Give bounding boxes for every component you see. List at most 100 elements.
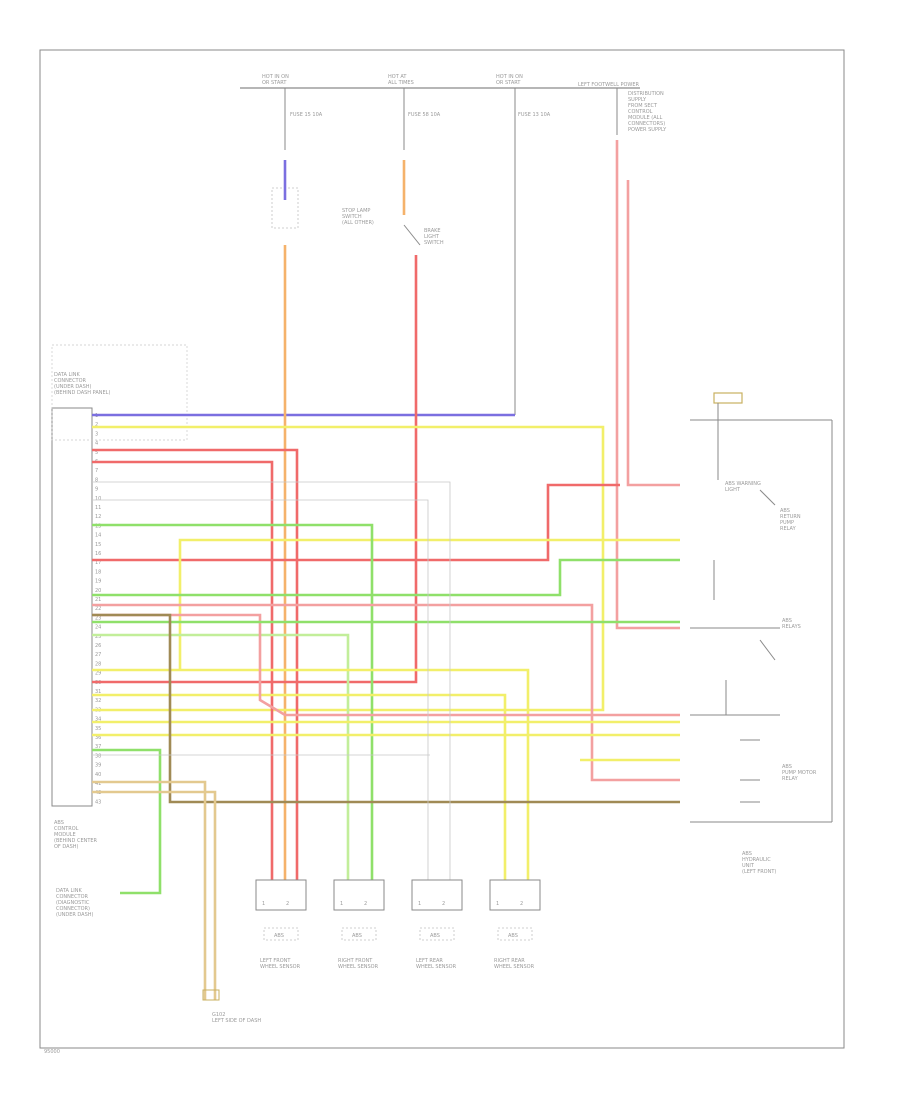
svg-text:(UNDER DASH): (UNDER DASH) [56, 912, 94, 918]
fuse-1: HOT IN ON OR START FUSE 15 10A [262, 74, 323, 150]
wire-lightgreen [92, 633, 350, 880]
sensor-name: WHEEL SENSOR [416, 964, 457, 970]
module-pin-21: 21 [95, 597, 101, 603]
svg-text:ABS: ABS [780, 508, 790, 514]
module-pin-28: 28 [95, 661, 101, 667]
wire-green-1 [92, 523, 374, 880]
svg-text:MODULE (ALL: MODULE (ALL [628, 115, 662, 121]
sensor-body-2 [341, 927, 377, 941]
svg-text:ABS: ABS [742, 851, 752, 857]
sensor-pin: 2 [520, 901, 523, 907]
module-pin-3: 3 [95, 431, 98, 437]
sensor-pin: 1 [496, 901, 499, 907]
module-pin-40: 40 [95, 772, 101, 778]
sensor-pin: 2 [286, 901, 289, 907]
sensor-name: RIGHT FRONT [338, 958, 373, 964]
power-junction-label: LEFT FOOTWELL POWER [578, 82, 639, 88]
sensor-label-3: ABS [430, 933, 440, 939]
sensor-name: WHEEL SENSOR [338, 964, 379, 970]
right-components: ABS WARNING LIGHT ABS RETURN PUMP RELAY … [690, 392, 833, 875]
svg-text:UNIT: UNIT [742, 863, 755, 869]
sensor-label-4: ABS [508, 933, 518, 939]
sensor-body-3 [419, 927, 455, 941]
module-pin-36: 36 [95, 735, 101, 741]
wire-red-right [92, 483, 620, 562]
fuse-1-sub: OR START [262, 80, 287, 86]
wire-yellow-right [178, 538, 680, 670]
sensor-name: LEFT FRONT [260, 958, 291, 964]
wire-pink-top-2 [626, 180, 680, 487]
wire-green-right [92, 558, 680, 597]
svg-text:SUPPLY: SUPPLY [628, 97, 647, 103]
sensor-name: LEFT REAR [416, 958, 443, 964]
fuse-2-sub: ALL TIMES [388, 80, 414, 86]
module-pin-37: 37 [95, 744, 101, 750]
svg-text:DISTRIBUTION: DISTRIBUTION [628, 91, 664, 97]
sensor-pin: 2 [442, 901, 445, 907]
wire-yellow-2 [92, 668, 530, 880]
svg-text:SWITCH: SWITCH [342, 214, 362, 220]
module-pin-10: 10 [95, 496, 101, 502]
sensor-pin: 1 [418, 901, 421, 907]
svg-text:G102: G102 [212, 1012, 225, 1018]
module-pin-41: 41 [95, 781, 101, 787]
wire-tan-1 [92, 780, 207, 1000]
svg-text:CONNECTORS): CONNECTORS) [628, 121, 665, 127]
fuse-2-label: FUSE 58 10A [408, 112, 441, 118]
wire-pink-right [92, 603, 680, 782]
svg-text:ABS WARNING: ABS WARNING [725, 481, 761, 487]
svg-text:ABS: ABS [54, 820, 64, 826]
module-pin-39: 39 [95, 763, 101, 769]
svg-text:CONNECTOR): CONNECTOR) [56, 906, 90, 912]
wire-brown-1 [92, 613, 680, 804]
wire-gray-1 [92, 481, 451, 880]
wire-pink-mid [92, 613, 680, 717]
fuse-1-top: HOT IN ON [262, 74, 289, 80]
fuse-1-label: FUSE 15 10A [290, 112, 323, 118]
fuse-2-top: HOT AT [388, 74, 407, 80]
svg-text:(BEHIND DASH PANEL): (BEHIND DASH PANEL) [54, 390, 110, 396]
module-pin-22: 22 [95, 606, 101, 612]
module-pin-29: 29 [95, 671, 101, 677]
svg-text:DATA LINK: DATA LINK [54, 372, 80, 378]
fuse-3-label: FUSE 13 10A [518, 112, 551, 118]
sensor-name: WHEEL SENSOR [260, 964, 301, 970]
svg-text:CONNECTOR: CONNECTOR [56, 894, 89, 900]
sensor-name: WHEEL SENSOR [494, 964, 535, 970]
sensor-connector-1 [255, 879, 307, 911]
footer-code: 95000 [44, 1049, 60, 1055]
svg-text:LEFT SIDE OF DASH: LEFT SIDE OF DASH [212, 1018, 261, 1024]
svg-text:LIGHT: LIGHT [725, 487, 741, 493]
module-pin-15: 15 [95, 542, 101, 548]
wire-green-3 [92, 748, 162, 895]
wire-yellow-3 [92, 693, 507, 880]
svg-text:RELAY: RELAY [782, 776, 799, 782]
sensor-connector-3 [411, 879, 463, 911]
sensor-connector-4 [489, 879, 541, 911]
sensor-connector-2 [333, 879, 385, 911]
module-pin-20: 20 [95, 588, 101, 594]
module-pin-24: 24 [95, 625, 101, 631]
fuse-3-top: HOT IN ON [496, 74, 523, 80]
svg-text:CONTROL: CONTROL [54, 826, 79, 832]
module-pin-43: 43 [95, 799, 101, 805]
module-pin-16: 16 [95, 551, 101, 557]
svg-text:RELAY: RELAY [780, 526, 797, 532]
module-pin-8: 8 [95, 477, 98, 483]
svg-text:PUMP MOTOR: PUMP MOTOR [782, 770, 817, 776]
module-pin-5: 5 [95, 450, 98, 456]
svg-text:SWITCH: SWITCH [424, 240, 444, 246]
module-pin-35: 35 [95, 726, 101, 732]
svg-text:LIGHT: LIGHT [424, 234, 440, 240]
svg-text:FROM SECT: FROM SECT [628, 103, 658, 109]
sensor-label-1: ABS [274, 933, 284, 939]
fuse-2: HOT AT ALL TIMES FUSE 58 10A [388, 74, 441, 150]
sensor-label-2: ABS [352, 933, 362, 939]
sensor-body-1 [263, 927, 299, 941]
svg-text:CONTROL: CONTROL [628, 109, 653, 115]
module-pin-13: 13 [95, 523, 101, 529]
